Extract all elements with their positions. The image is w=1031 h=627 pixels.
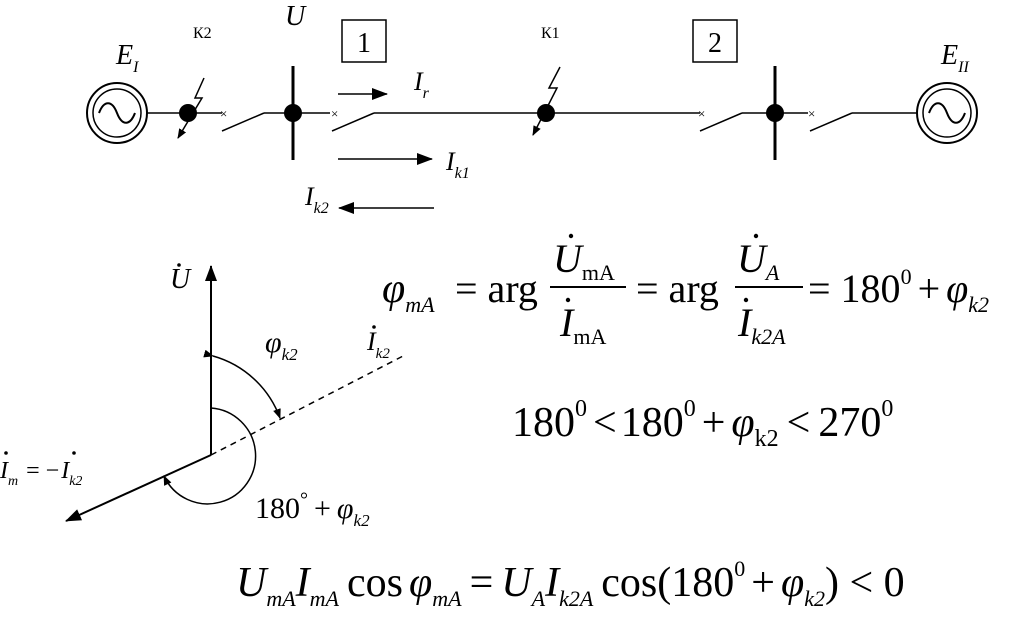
svg-text:×: ×	[808, 106, 815, 121]
eq2-text: 1800<1800+φk2<2700	[512, 396, 893, 452]
bus-node	[766, 104, 784, 122]
current-k2-label: Ik2	[304, 182, 329, 217]
dot-mark	[568, 233, 574, 239]
breaker-switch: ×	[331, 106, 375, 132]
eq1-frac2-den: Ik2A	[737, 300, 786, 349]
dot-mark	[72, 451, 76, 455]
eq1-arg2: = arg	[636, 266, 719, 311]
breaker-switch: ×	[698, 106, 743, 132]
eq1-arg: = arg	[455, 266, 538, 311]
im-label: Im= −Ik2	[0, 458, 82, 489]
fault-k1	[532, 66, 561, 136]
source-left-label: EI	[115, 40, 139, 76]
im-vector	[65, 454, 212, 522]
equation-1: φmA = arg UmA ImA = arg UA Ik2A = 1800+φ…	[382, 233, 989, 349]
phi-k2-label: φk2	[265, 326, 298, 364]
lightning-icon	[532, 66, 561, 136]
breaker-switch: ×	[220, 106, 265, 132]
fault-k2	[177, 77, 205, 139]
angle-180-label: 180°+φk2	[255, 489, 370, 530]
dot-mark	[372, 325, 376, 329]
source-right-label: EII	[940, 40, 969, 76]
equation-2: 1800<1800+φk2<2700	[512, 396, 893, 452]
eq1-phi: φmA	[382, 266, 435, 317]
svg-text:×: ×	[220, 106, 227, 121]
relay-box-1-label: 1	[357, 28, 371, 59]
breaker-switch: ×	[808, 106, 853, 132]
dot-mark	[753, 233, 759, 239]
svg-text:×: ×	[331, 106, 338, 121]
phi-arc	[203, 349, 281, 419]
fault-k2-label: К2	[193, 25, 212, 42]
bus-node	[284, 104, 302, 122]
eq1-frac1-den: ImA	[559, 300, 606, 349]
lightning-icon	[177, 77, 205, 139]
fault-k1-label: К1	[541, 25, 560, 42]
relay-box-2	[692, 19, 738, 63]
vector-diagram: U Ik2 φk2 180°+φk2 Im= −Ik2	[0, 263, 406, 530]
sine-icon	[98, 102, 136, 124]
ik2-label: Ik2	[366, 327, 390, 362]
bus-voltage-label: U	[285, 1, 307, 32]
sine-icon	[928, 102, 966, 124]
eq1-rhs: = 1800+φk2	[808, 264, 989, 317]
ik2-vector-dashed	[210, 354, 406, 456]
u-vector-label: U	[170, 264, 192, 295]
relay-box-1	[341, 19, 387, 63]
eq1-frac1-num: UmA	[553, 236, 615, 285]
dot-mark	[177, 263, 181, 267]
dot-mark	[565, 297, 571, 303]
current-r-label: Ir	[413, 67, 430, 102]
source-left	[86, 82, 148, 144]
eq1-frac2-num: UA	[737, 236, 780, 285]
dot-mark	[743, 297, 749, 303]
svg-text:×: ×	[698, 106, 705, 121]
angle-180-arc	[163, 407, 257, 505]
dot-mark	[4, 451, 8, 455]
current-k1-label: Ik1	[445, 147, 470, 182]
source-right	[916, 82, 978, 144]
relay-box-2-label: 2	[708, 28, 722, 59]
circuit-diagram: EI EII × × × ×	[86, 1, 978, 217]
